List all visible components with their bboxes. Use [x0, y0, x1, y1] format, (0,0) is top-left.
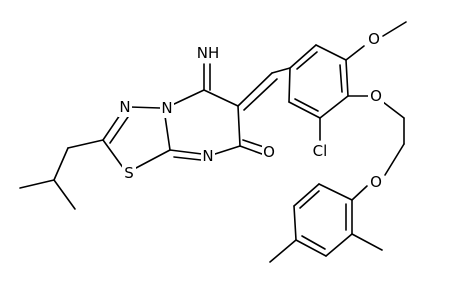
bond-ch2-ch [53, 147, 69, 181]
bond-n3-c2-double [109, 116, 129, 144]
bond-br2-br3-inner [299, 190, 320, 209]
bond-ar1-ar2 [289, 44, 317, 69]
atom-carbonyl-o: O [262, 142, 276, 162]
bond-ar3-methoxy-o [345, 45, 365, 61]
atom-methoxy-o: O [366, 29, 382, 49]
bond-ar5-ar6-inner [294, 98, 319, 112]
bond-c2-s1 [102, 139, 125, 170]
atom-label-chlorine: Cl [313, 142, 328, 160]
bond-ch2-ether-o2 [384, 143, 405, 176]
atom-imine-nh: NH [194, 43, 222, 63]
bond-br2-br3 [293, 183, 320, 207]
atom-n-top: N [160, 98, 174, 118]
bond-n8-c8a-double [173, 156, 202, 161]
bond-br4-br5-inner [301, 235, 326, 250]
atom-sulfur: S [122, 163, 136, 183]
atom-ether-o-top: O [368, 86, 384, 106]
atoms: NH N N N S O O O [118, 29, 384, 192]
bond-br6-methyl [351, 233, 383, 251]
bond-ether-o-ch2 [382, 101, 405, 119]
bond-s1-c8a [135, 149, 171, 169]
atom-n-left: N [118, 97, 132, 117]
bond-br4-methyl [269, 239, 297, 263]
bond-c7-o [239, 145, 263, 155]
bond-c5-c6 [203, 89, 239, 107]
bond-br3-br4 [293, 205, 297, 241]
bond-c6-methine [237, 72, 273, 107]
atom-ether-o-bottom: O [368, 172, 384, 192]
bond-methoxy-o-ch3 [382, 21, 407, 37]
bond-ar2-ar3 [315, 44, 347, 61]
bond-br4-br5 [295, 239, 327, 257]
atom-label-ring-n-bottom: N [202, 147, 213, 165]
bond-methine-aryl [271, 67, 291, 74]
bond-ar3-ar4 [345, 59, 349, 97]
bond-c2-ch2 [67, 139, 104, 149]
bond-c8a-n4 [164, 115, 171, 151]
bond-c7-o-double [242, 139, 265, 148]
atom-label-ring-n-top: N [161, 99, 172, 117]
bond-br1-br2 [318, 183, 353, 201]
atom-label-ring-n-left: N [119, 98, 130, 116]
bond-ar1-ar2-inner [296, 51, 318, 70]
atom-label-ether-o-top: O [370, 87, 382, 105]
bond-ch-ch3-left [19, 179, 55, 189]
atom-label-sulfur: S [124, 164, 134, 182]
bond-n3-n4 [129, 106, 161, 109]
bond-ar3-ar4-inner [339, 64, 343, 93]
atom-label-imine: NH [197, 44, 220, 62]
bond-c6-c7 [237, 105, 241, 147]
atom-label-ether-o-bottom: O [370, 173, 382, 191]
bond-ar4-ar5 [319, 95, 349, 119]
bond-br5-br6 [325, 233, 353, 257]
bond-c6-methine-double [243, 78, 278, 111]
bond-ar6-ar1 [288, 67, 291, 103]
bonds [19, 21, 407, 263]
bond-ch-ch3-down [53, 179, 76, 210]
atom-chlorine: Cl [308, 141, 332, 161]
bond-ar5-ar6 [288, 101, 321, 119]
bond-c7-n8 [214, 145, 241, 155]
atom-label-methoxy-o: O [368, 30, 380, 48]
atom-n-bottom: N [201, 146, 215, 166]
bond-n8-c8a [169, 149, 203, 155]
atom-label-carbonyl-o: O [263, 143, 275, 161]
bond-n4-c5 [171, 89, 205, 106]
bond-ether-o2-ar [351, 185, 368, 201]
